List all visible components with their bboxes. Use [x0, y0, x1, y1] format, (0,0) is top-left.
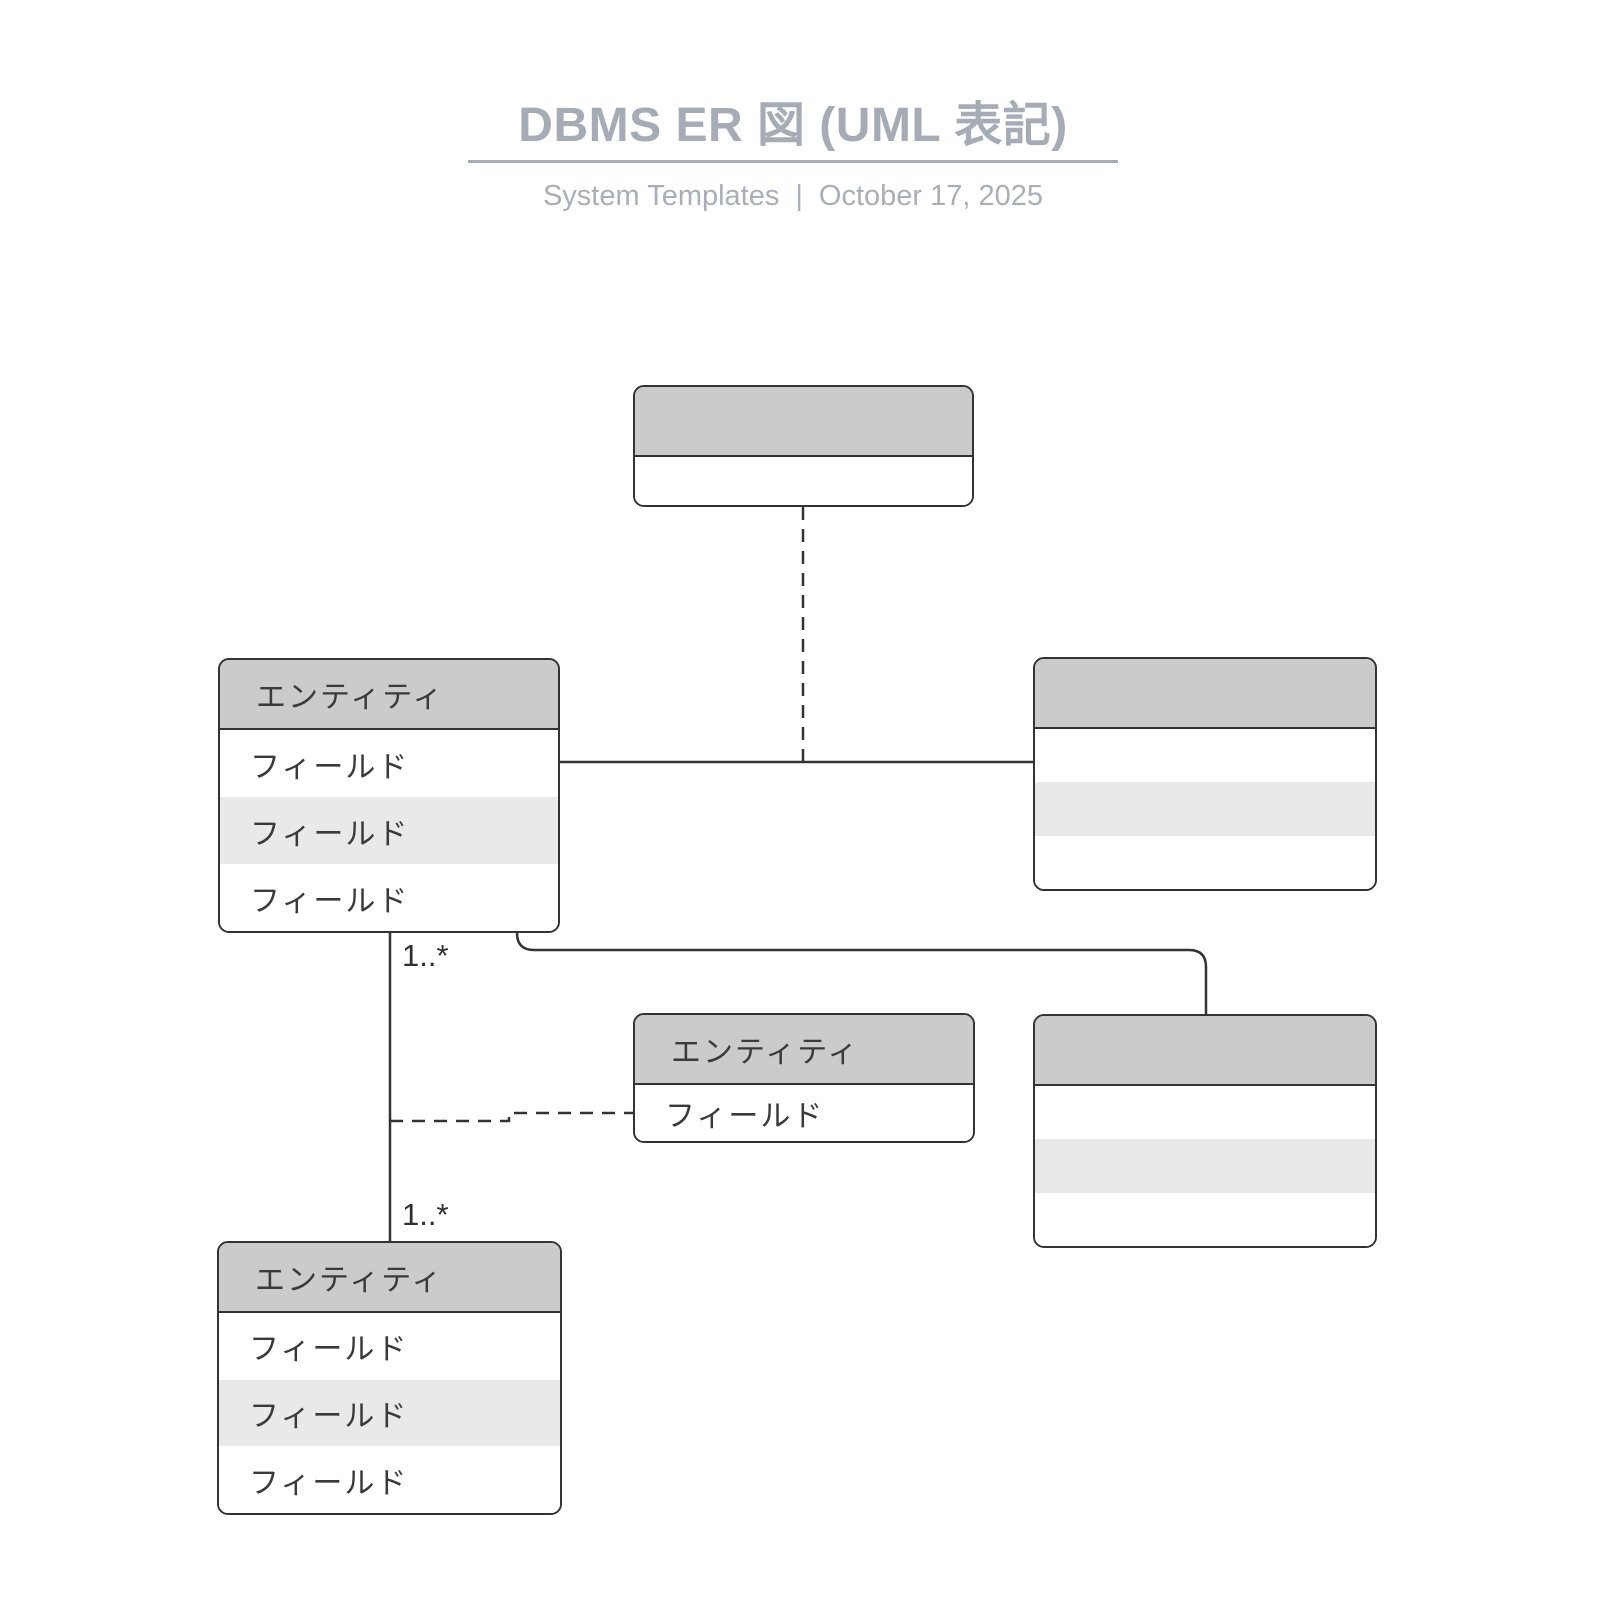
- entity-top-title: [635, 387, 972, 457]
- entity-top[interactable]: [633, 385, 974, 507]
- entity-center[interactable]: エンティティ フィールド: [633, 1013, 975, 1143]
- multiplicity-label-top: 1..*: [402, 938, 449, 973]
- entity-center-field-1: フィールド: [635, 1085, 973, 1141]
- entity-left-field-1: フィールド: [220, 730, 558, 797]
- subtitle: System Templates | October 17, 2025: [468, 179, 1118, 213]
- entity-bottom-right[interactable]: [1033, 1014, 1377, 1248]
- entity-left[interactable]: エンティティ フィールド フィールド フィールド: [218, 658, 560, 933]
- page-title: DBMS ER 図 (UML 表記): [468, 100, 1118, 163]
- entity-right-title: [1035, 659, 1375, 729]
- entity-right-field-2: [1035, 782, 1375, 836]
- entity-center-title: エンティティ: [635, 1015, 973, 1085]
- entity-bottom-right-title: [1035, 1016, 1375, 1086]
- entity-bottom-left-title: エンティティ: [219, 1243, 560, 1313]
- entity-bottom-left[interactable]: エンティティ フィールド フィールド フィールド: [217, 1241, 562, 1515]
- multiplicity-label-bottom: 1..*: [402, 1197, 449, 1232]
- entity-bottom-left-field-3: フィールド: [219, 1446, 560, 1513]
- entity-right-field-1: [1035, 729, 1375, 783]
- entity-bottom-right-field-3: [1035, 1192, 1375, 1246]
- subtitle-date: October 17, 2025: [818, 180, 1044, 212]
- entity-top-field-1: [635, 457, 972, 505]
- diagram-header: DBMS ER 図 (UML 表記) System Templates | Octo…: [468, 100, 1118, 213]
- entity-right-field-3: [1035, 835, 1375, 889]
- subtitle-source: System Templates: [542, 180, 780, 212]
- entity-left-field-2: フィールド: [220, 797, 558, 864]
- entity-left-title: エンティティ: [220, 660, 558, 730]
- entity-bottom-left-field-2: フィールド: [219, 1379, 560, 1447]
- connector-left-to-bottom-right: [515, 932, 1208, 1014]
- entity-bottom-left-field-1: フィールド: [219, 1313, 560, 1380]
- subtitle-separator: |: [795, 180, 803, 212]
- entity-right[interactable]: [1033, 657, 1377, 891]
- entity-left-field-3: フィールド: [220, 864, 558, 931]
- entity-bottom-right-field-2: [1035, 1139, 1375, 1193]
- connector-center-entity-dashed: [390, 1111, 633, 1123]
- entity-bottom-right-field-1: [1035, 1086, 1375, 1140]
